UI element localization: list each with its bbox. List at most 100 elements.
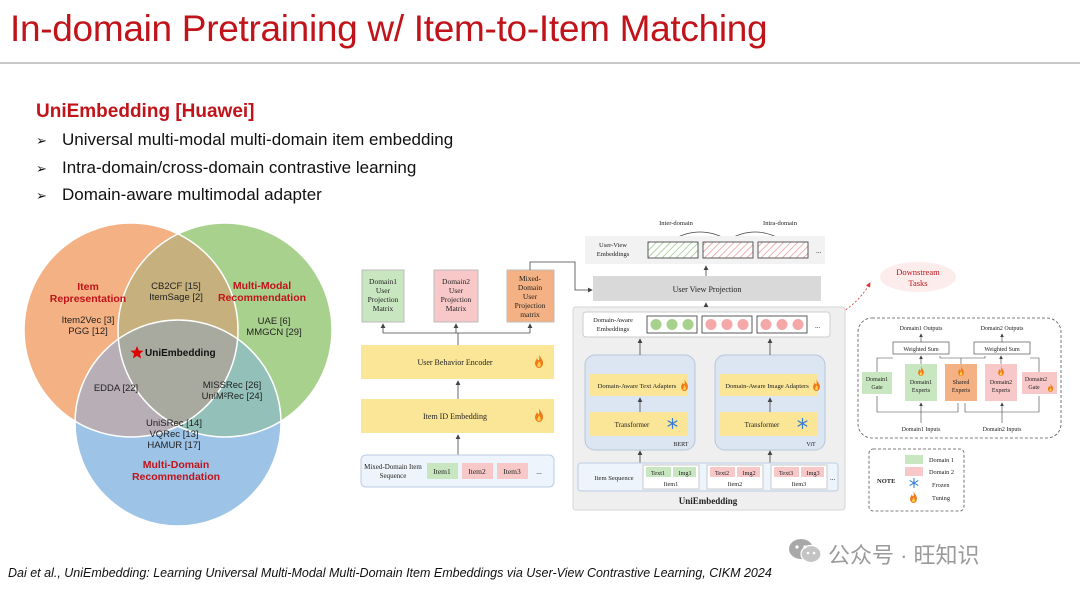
downstream-tasks — [880, 262, 956, 292]
legend-label: Tuning — [932, 495, 951, 502]
chip-label: Text1 — [651, 470, 665, 477]
venn-ref: PGG [12] — [68, 326, 108, 337]
proj-label: Matrix — [446, 304, 467, 313]
title-divider — [0, 62, 1080, 64]
text-chip — [646, 467, 671, 477]
text-adapter — [590, 374, 688, 396]
img-chip — [673, 467, 696, 477]
text-chip — [774, 467, 799, 477]
vit-label: ViT — [806, 442, 816, 448]
gate-label: Gate — [1028, 385, 1040, 391]
encoder-label: User Behavior Encoder — [417, 358, 492, 367]
chip-label: Text3 — [779, 470, 793, 477]
star-icon — [130, 346, 144, 359]
mm-title: Recommendation — [218, 292, 306, 304]
watermark: 公众号 · 旺知识 — [788, 538, 980, 570]
arrow-bullet-icon: ➢ — [36, 188, 47, 203]
md-title: Recommendation — [132, 471, 220, 483]
venn-ref: HAMUR [17] — [147, 440, 200, 451]
domain1-gate — [862, 372, 892, 394]
proj-label: Domain — [518, 283, 542, 292]
item-label: Item3 — [503, 467, 521, 476]
venn-ref: VQRec [13] — [149, 429, 198, 440]
transformer-label: Transformer — [615, 421, 650, 429]
embedding-dot — [792, 319, 804, 330]
venn-ref: UniSRec [14] — [146, 418, 202, 429]
image-adapter — [720, 374, 818, 396]
center-label: UniEmbedding — [145, 348, 216, 359]
proj-label: matrix — [520, 310, 540, 319]
user-view-projection — [593, 276, 821, 301]
bullet-text: Domain-aware multimodal adapter — [62, 185, 322, 204]
proj-label: Projection — [515, 301, 546, 310]
bullet-text: Universal multi-modal multi-domain item … — [62, 130, 454, 149]
section-heading: UniEmbedding [Huawei] — [36, 101, 255, 122]
img-chip — [737, 467, 760, 477]
bullet-item: ➢ Intra-domain/cross-domain contrastive l… — [36, 158, 416, 178]
gate-label: Domain2 — [1025, 377, 1047, 383]
gate-label: Gate — [871, 385, 883, 391]
domain2-experts — [985, 364, 1017, 401]
chip-label: Img2 — [742, 470, 755, 477]
downstream-label: Tasks — [908, 278, 927, 288]
bullet-text: Intra-domain/cross-domain contrastive le… — [62, 158, 417, 177]
chip-label: Img1 — [678, 470, 691, 477]
embedding-dot — [737, 319, 749, 330]
experts-label: Experts — [952, 388, 971, 394]
embedding-dot — [721, 319, 733, 330]
wechat-icon — [788, 538, 822, 570]
item-label: Item2 — [468, 467, 486, 476]
output-label: Domain2 Outputs — [981, 326, 1024, 332]
da-label: Domain-Aware — [593, 317, 633, 324]
item2-chip — [462, 463, 493, 479]
legend-domain2-swatch — [905, 467, 923, 476]
item-sequence-label: Item Sequence — [595, 475, 634, 482]
embedding-dot — [705, 319, 717, 330]
venn-ref: ItemSage [2] — [149, 292, 203, 303]
venn-ref: EDDA [22] — [94, 383, 138, 394]
venn-ref: CB2CF [15] — [151, 281, 201, 292]
legend-title: NOTE — [877, 478, 895, 485]
experts-label: Domain1 — [910, 380, 932, 386]
legend-label: Domain 1 — [929, 457, 954, 464]
weighted-sum-label: Weighted Sum — [903, 347, 939, 353]
legend-label: Frozen — [932, 482, 950, 489]
item1-chip — [427, 463, 458, 479]
experts-label: Domain2 — [990, 380, 1012, 386]
proj-label: Matrix — [373, 304, 394, 313]
user-view-embedding — [647, 241, 699, 259]
projection-label: User View Projection — [673, 285, 742, 294]
ellipsis: ... — [830, 474, 836, 482]
venn-ref: MISSRec [26] — [203, 380, 262, 391]
input-label: Domain2 Inputs — [983, 427, 1022, 433]
proj-label: User — [523, 292, 538, 301]
md-title: Multi-Domain — [143, 459, 210, 471]
intra-domain-label: Intra-domain — [763, 220, 798, 227]
embedding-dot — [650, 319, 662, 330]
mixed-projection-box — [506, 269, 555, 323]
chip-label: Item1 — [664, 481, 679, 488]
downstream-label: Downstream — [896, 267, 940, 277]
architecture-diagram: Domain1 User Projection Matrix Domain2 U… — [360, 220, 1062, 512]
uv-label: Embeddings — [597, 251, 630, 258]
adapter-label: Domain-Aware Text Adapters — [598, 383, 677, 390]
venn-ref: UniM²Rec [24] — [202, 391, 263, 402]
item-title: Representation — [50, 293, 126, 305]
arrow-bullet-icon: ➢ — [36, 161, 47, 176]
item-id-embedding — [361, 399, 554, 433]
item3-chip — [497, 463, 528, 479]
bullet-item: ➢Universal multi-modal multi-domain item… — [36, 130, 453, 150]
img-chip — [801, 467, 824, 477]
ellipsis: ... — [815, 322, 821, 330]
embedding-dot — [682, 319, 694, 330]
sequence-label: Sequence — [380, 472, 407, 480]
da-label: Embeddings — [597, 326, 630, 333]
mm-title: Multi-Modal — [233, 280, 291, 292]
experts-label: Experts — [992, 388, 1011, 394]
venn-ref: UAE [6] — [258, 316, 291, 327]
chip-label: Img3 — [806, 470, 819, 477]
proj-label: Projection — [368, 295, 399, 304]
ellipsis: ... — [816, 247, 822, 255]
transformer-label: Transformer — [745, 421, 780, 429]
user-view-embedding — [702, 241, 754, 259]
